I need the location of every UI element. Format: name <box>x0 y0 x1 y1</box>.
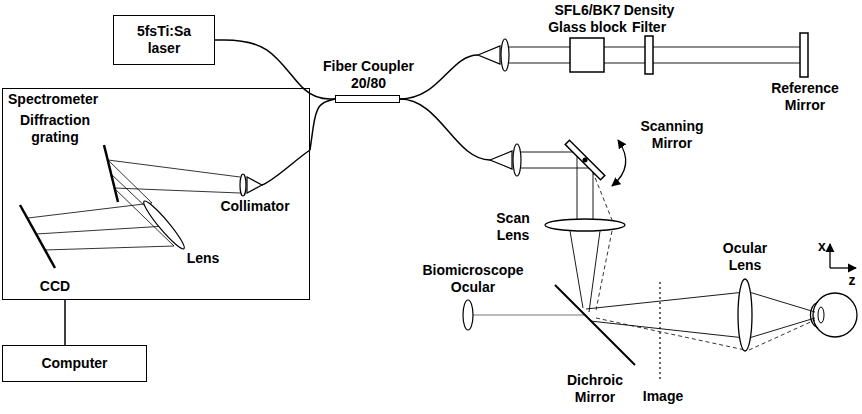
reference-mirror <box>800 33 808 77</box>
node-label: Spectrometer <box>3 89 103 110</box>
collimator-symbol <box>490 151 512 169</box>
axis-arrow <box>829 244 830 268</box>
part-label: CCD <box>38 278 72 295</box>
fiber <box>400 99 490 160</box>
scan-beam <box>590 165 815 350</box>
collimator-symbol <box>478 46 500 64</box>
ccd-sensor <box>20 205 55 268</box>
image-plane <box>659 282 660 382</box>
fiber-coupler: Fiber Coupler 20/80 <box>335 95 400 103</box>
biomicroscope-ocular <box>463 300 473 330</box>
part-label: Ocular Lens <box>713 240 777 274</box>
collimator-lens <box>501 39 509 71</box>
density-filter <box>645 36 653 74</box>
scan-arrow <box>612 140 626 186</box>
part-label: Scan Lens <box>488 210 538 244</box>
part-label: Scanning Mirror <box>636 118 708 152</box>
ocular-lens <box>738 279 752 351</box>
part-label: z <box>846 272 858 289</box>
laser-box: 5fsTi:Sa laser <box>113 15 215 65</box>
glass-block <box>570 38 604 72</box>
eye <box>813 293 857 337</box>
node-label: Fiber Coupler 20/80 <box>314 58 424 92</box>
part-label: x <box>816 238 828 255</box>
sample-beam <box>521 152 815 338</box>
part-label: SFL6/BK7 Glass block <box>540 2 635 36</box>
node-label: 5fsTi:Sa laser <box>124 23 204 57</box>
computer-box: Computer <box>2 345 147 382</box>
pivot-dot <box>583 158 588 163</box>
part-label: Density Filter <box>618 2 680 36</box>
collimator-lens <box>240 174 246 196</box>
part-label: Biomicroscope Ocular <box>418 262 528 296</box>
fiber-connector <box>64 300 66 345</box>
dichroic-mirror <box>555 285 635 365</box>
fiber-connector <box>310 99 335 150</box>
spectrometer-lens <box>140 198 188 252</box>
axis-arrow <box>830 267 856 268</box>
collimator-lens <box>513 144 521 176</box>
viewing-path <box>473 314 586 315</box>
part-label: Lens <box>185 250 221 267</box>
eye-lens <box>818 307 824 323</box>
scanning-mirror <box>565 140 605 180</box>
part-label: Collimator <box>215 198 295 215</box>
diffraction-grating <box>104 145 118 202</box>
node-label: Computer <box>41 355 107 372</box>
part-label: Reference Mirror <box>765 80 845 114</box>
part-label: Diffraction grating <box>14 112 96 146</box>
scan-lens <box>545 219 625 231</box>
spectrometer-rays <box>28 160 240 250</box>
part-label: Image <box>640 388 686 405</box>
fiber-connector <box>215 40 335 99</box>
collimator-symbol <box>247 177 262 193</box>
cornea <box>810 302 818 328</box>
part-label: Dichroic Mirror <box>558 372 632 406</box>
reference-beam <box>509 47 800 63</box>
fiber <box>262 150 310 185</box>
